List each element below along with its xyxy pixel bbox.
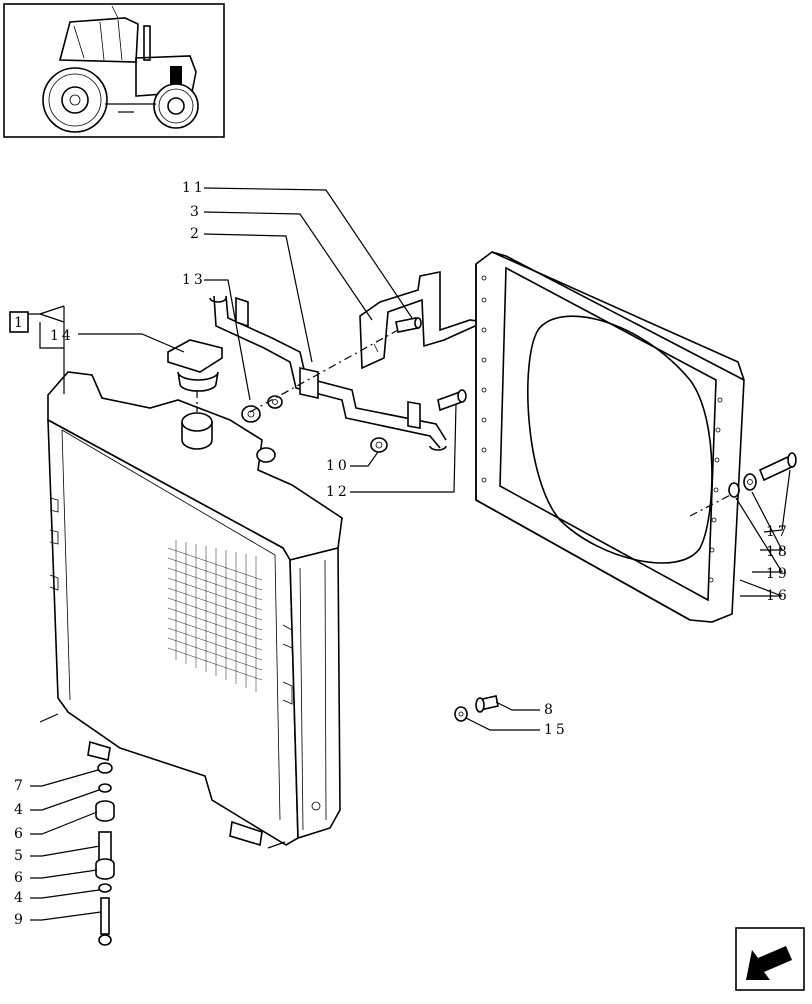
callout-4-upper: 4 [14, 802, 26, 818]
support-bracket [359, 271, 487, 370]
callout-2: 2 [190, 226, 202, 242]
radiator [39, 371, 343, 849]
radiator-cap [167, 339, 223, 412]
callout-11: 11 [182, 180, 206, 196]
callout-18: 18 [766, 544, 790, 560]
callout-3: 3 [190, 204, 202, 220]
loose-bolt-and-washer [454, 695, 499, 722]
bottom-mount-stack [95, 762, 115, 946]
callout-15: 15 [544, 722, 568, 738]
callout-1-box [9, 311, 29, 333]
callout-6-lower: 6 [14, 870, 26, 886]
next-page-arrow-icon[interactable] [735, 927, 805, 991]
callout-12: 12 [326, 484, 350, 500]
callout-8: 8 [544, 702, 556, 718]
fan-shroud [475, 251, 745, 623]
callout-17: 17 [766, 524, 790, 540]
tractor-locator-icon [42, 5, 199, 133]
callout-7: 7 [14, 778, 26, 794]
tractor-thumbnail [3, 3, 225, 138]
shroud-hardware [728, 452, 797, 498]
radiator-core-mesh [167, 540, 263, 692]
shroud-bolt-holes [481, 275, 723, 583]
callout-4-lower: 4 [14, 890, 26, 906]
callout-19: 19 [766, 566, 790, 582]
callout-6-upper: 6 [14, 826, 26, 842]
callout-labels: 11 3 2 13 1 14 10 12 17 18 19 16 8 15 7 … [9, 180, 790, 928]
callout-5: 5 [14, 848, 26, 864]
callout-9: 9 [14, 912, 26, 928]
callout-13: 13 [182, 272, 206, 288]
callout-16: 16 [766, 588, 790, 604]
callout-10: 10 [326, 458, 350, 474]
callout-1: 1 [14, 315, 26, 331]
hose-line-hardware [241, 317, 467, 453]
coolant-hose [209, 295, 447, 451]
callout-14: 14 [50, 328, 74, 344]
